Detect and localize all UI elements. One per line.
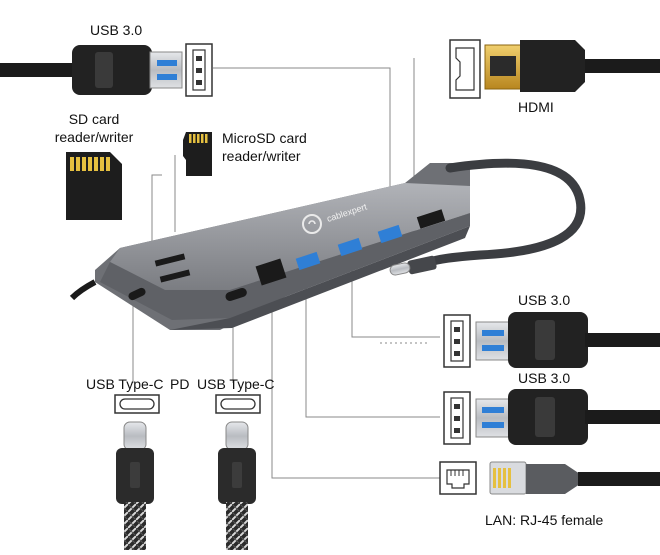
label-usb30-top: USB 3.0 (90, 22, 143, 38)
microsd-card-icon (183, 132, 212, 176)
hdmi-port-icon (449, 39, 481, 99)
hub-ports (128, 209, 446, 301)
usb-a-port-icon-low (443, 391, 471, 445)
usb-a-cable-top (0, 45, 183, 95)
label-usb30-mid: USB 3.0 (518, 292, 571, 308)
callout-lines (132, 58, 440, 479)
label-usbc-left: USB Type-C (86, 376, 164, 392)
hdmi-cable (484, 40, 660, 92)
hub-cable-left (69, 279, 97, 301)
label-pd: PD (170, 376, 190, 392)
usb-a-port-icon (185, 43, 213, 97)
label-lan: LAN: RJ-45 female (485, 512, 604, 528)
label-microsd-line2: reader/writer (222, 148, 301, 164)
usb-a-cable-mid (475, 312, 660, 368)
usb-c-cable-left (116, 421, 154, 550)
label-usb30-low: USB 3.0 (518, 370, 571, 386)
usb-c-port-icon-right (215, 394, 261, 414)
label-microsd-line1: MicroSD card (222, 130, 307, 146)
sd-card-icon (66, 152, 122, 220)
label-sd-line2: reader/writer (54, 129, 134, 145)
rj45-cable (489, 461, 660, 495)
label-sd-line1: SD card (68, 111, 120, 127)
usb-c-port-icon-left (114, 394, 160, 414)
usb-a-cable-low (475, 389, 660, 445)
hub-usb-c-cable (389, 158, 586, 276)
hub-body (95, 163, 470, 330)
rj45-port-icon (439, 461, 477, 495)
label-usbc-right: USB Type-C (197, 376, 275, 392)
label-hdmi: HDMI (518, 99, 554, 115)
usb-c-cable-right (218, 421, 256, 550)
usb-a-port-icon-mid (443, 314, 471, 368)
